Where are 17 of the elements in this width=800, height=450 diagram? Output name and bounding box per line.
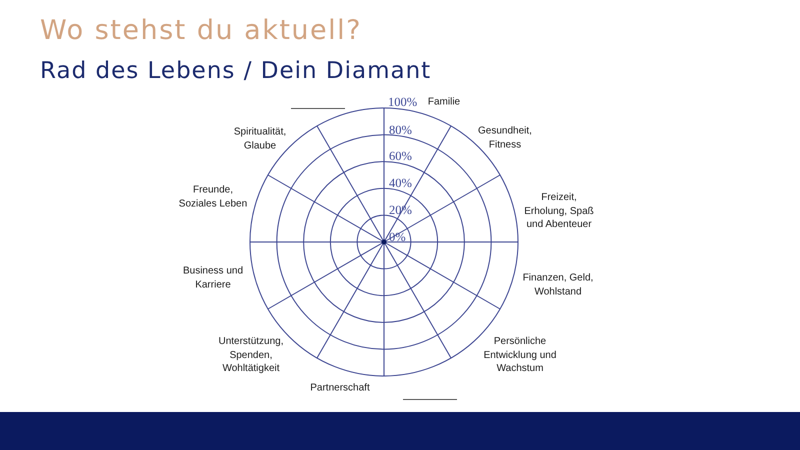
percent-label: 60%	[389, 149, 412, 163]
category-label: Freizeit, Erholung, Spaß und Abenteuer	[524, 192, 594, 230]
category-label: Business und Karriere	[182, 266, 244, 290]
percent-label: 0%	[389, 230, 406, 244]
category-label: Partnerschaft	[310, 382, 370, 394]
category-label: Familie	[428, 96, 460, 108]
category-label: Persönliche Entwicklung und Wachstum	[484, 336, 556, 374]
percent-label: 40%	[389, 176, 412, 190]
category-label: Finanzen, Geld, Wohlstand	[522, 272, 594, 297]
category-label: Freunde, Soziales Leben	[178, 184, 248, 209]
category-label: Spiritualität, Glaube	[234, 126, 286, 151]
percent-label: 100%	[388, 95, 418, 109]
category-label: Unterstützung, Spenden, Wohltätigkeit	[218, 336, 284, 374]
title: Wo stehst du aktuell?	[40, 15, 362, 46]
percent-label: 80%	[389, 123, 412, 137]
category-label: Gesundheit, Fitness	[478, 126, 532, 150]
subtitle: Rad des Lebens / Dein Diamant	[40, 58, 432, 84]
